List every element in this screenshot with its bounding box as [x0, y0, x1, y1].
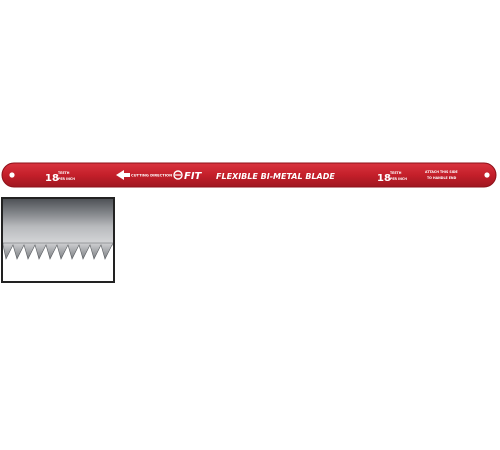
brand-name: FIT: [184, 171, 203, 182]
saw-teeth: [3, 242, 113, 260]
fit-logo-icon: [173, 170, 183, 180]
tpi-left-number: 18: [45, 173, 59, 184]
product-name: FLEXIBLE BI-METAL BLADE: [216, 172, 335, 181]
teeth-closeup-inset: [1, 197, 115, 283]
tpi-left-unit-2: PER INCH: [58, 177, 75, 181]
attach-note-line-1: ATTACH THIS SIDE: [425, 170, 458, 174]
mounting-hole-icon: [484, 172, 490, 178]
tpi-left-unit-1: TEETH: [58, 171, 70, 175]
tpi-right-unit-2: PER INCH: [390, 177, 407, 181]
attach-note-line-2: TO HANDLE END: [427, 176, 457, 180]
cutting-direction-label: CUTTING DIRECTION: [131, 174, 172, 178]
arrow-left-icon: [116, 170, 130, 180]
tpi-right-unit-1: TEETH: [390, 171, 402, 175]
hacksaw-blade: [1, 162, 497, 188]
teeth-closeup-image: [3, 199, 113, 281]
mounting-hole-icon: [9, 172, 15, 178]
tpi-right-number: 18: [377, 173, 391, 184]
